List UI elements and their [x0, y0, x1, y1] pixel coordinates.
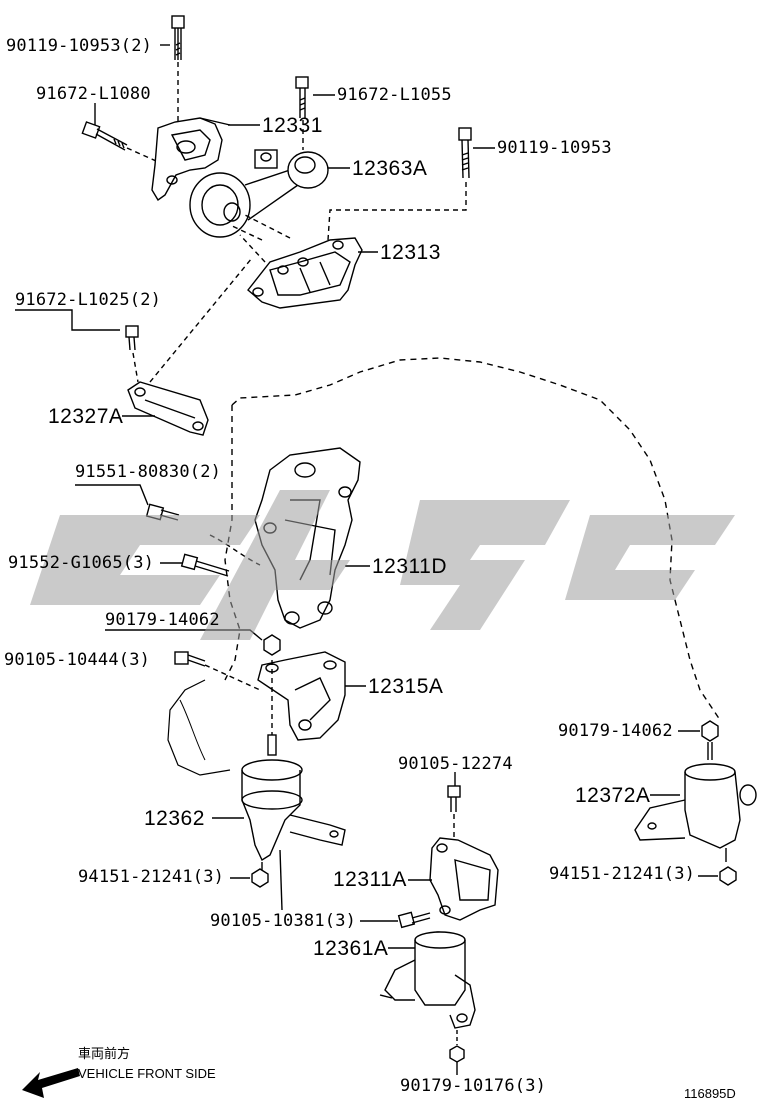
label-91672-L1055: 91672-L1055 — [337, 85, 452, 105]
bracket-12331 — [151, 117, 231, 202]
label-12362: 12362 — [144, 807, 205, 830]
label-91672-L1025-2: 91672-L1025(2) — [15, 290, 162, 310]
mount-12361A — [379, 931, 476, 1029]
watermark-logo — [30, 490, 735, 640]
nut-94151-21241-3-a — [251, 868, 269, 888]
label-12361A: 12361A — [313, 937, 389, 960]
drawing-id: 116895D — [684, 1086, 736, 1101]
label-12327A: 12327A — [48, 405, 124, 428]
bolt-90105-12274 — [447, 785, 461, 812]
nut-90179-10176-3 — [449, 1045, 465, 1063]
label-91551-80830-2: 91551-80830(2) — [75, 462, 222, 482]
bolt-90119-10953 — [458, 127, 472, 179]
label-90179-10176-3: 90179-10176(3) — [400, 1076, 547, 1096]
label-90105-12274: 90105-12274 — [398, 754, 513, 774]
label-12331: 12331 — [262, 114, 323, 137]
bolt-90105-10444-3 — [174, 651, 206, 667]
mount-12362 — [241, 734, 346, 876]
bolt-90119-10953-2 — [171, 15, 185, 60]
bracket-12313 — [247, 237, 363, 309]
nut-94151-21241-3-b — [719, 866, 737, 886]
nut-90179-14062-a — [263, 634, 281, 656]
bolt-91552-G1065-3 — [180, 553, 230, 577]
nut-90179-14062-b — [701, 720, 719, 760]
label-90119-10953-2: 90119-10953(2) — [6, 36, 153, 56]
label-90105-10381-3: 90105-10381(3) — [210, 911, 357, 931]
label-90119-10953: 90119-10953 — [497, 138, 612, 158]
label-90179-14062-right: 90179-14062 — [558, 721, 673, 741]
mount-12372A — [634, 763, 757, 862]
label-90179-14062-left: 90179-14062 — [105, 610, 220, 630]
bracket-12315A — [257, 651, 346, 741]
bolt-91672-L1025-2 — [125, 325, 139, 351]
bolt-91672-L1055 — [295, 76, 309, 118]
label-12311A: 12311A — [333, 868, 407, 891]
bolt-90105-10381-3 — [397, 911, 431, 929]
bracket-12327A — [127, 381, 209, 436]
label-12311D: 12311D — [372, 555, 448, 578]
label-12363A: 12363A — [352, 157, 428, 180]
bolt-91672-L1080 — [81, 121, 128, 151]
label-90105-10444-3: 90105-10444(3) — [4, 650, 151, 670]
label-12315A: 12315A — [368, 675, 444, 698]
label-91552-G1065-3: 91552-G1065(3) — [8, 553, 155, 573]
bracket-12311A — [429, 837, 499, 921]
torque-rod-12363A — [189, 149, 329, 238]
label-94151-21241-3-left: 94151-21241(3) — [78, 867, 225, 887]
arrow-front-left-icon — [22, 1068, 80, 1098]
label-12372A: 12372A — [575, 784, 651, 807]
label-12313: 12313 — [380, 241, 441, 264]
vehicle-front-side-label: VEHICLE FRONT SIDE — [78, 1066, 216, 1081]
label-91672-L1080: 91672-L1080 — [36, 84, 151, 104]
label-94151-21241-3-right: 94151-21241(3) — [549, 864, 696, 884]
jp-front-label: 車両前方 — [78, 1046, 131, 1061]
